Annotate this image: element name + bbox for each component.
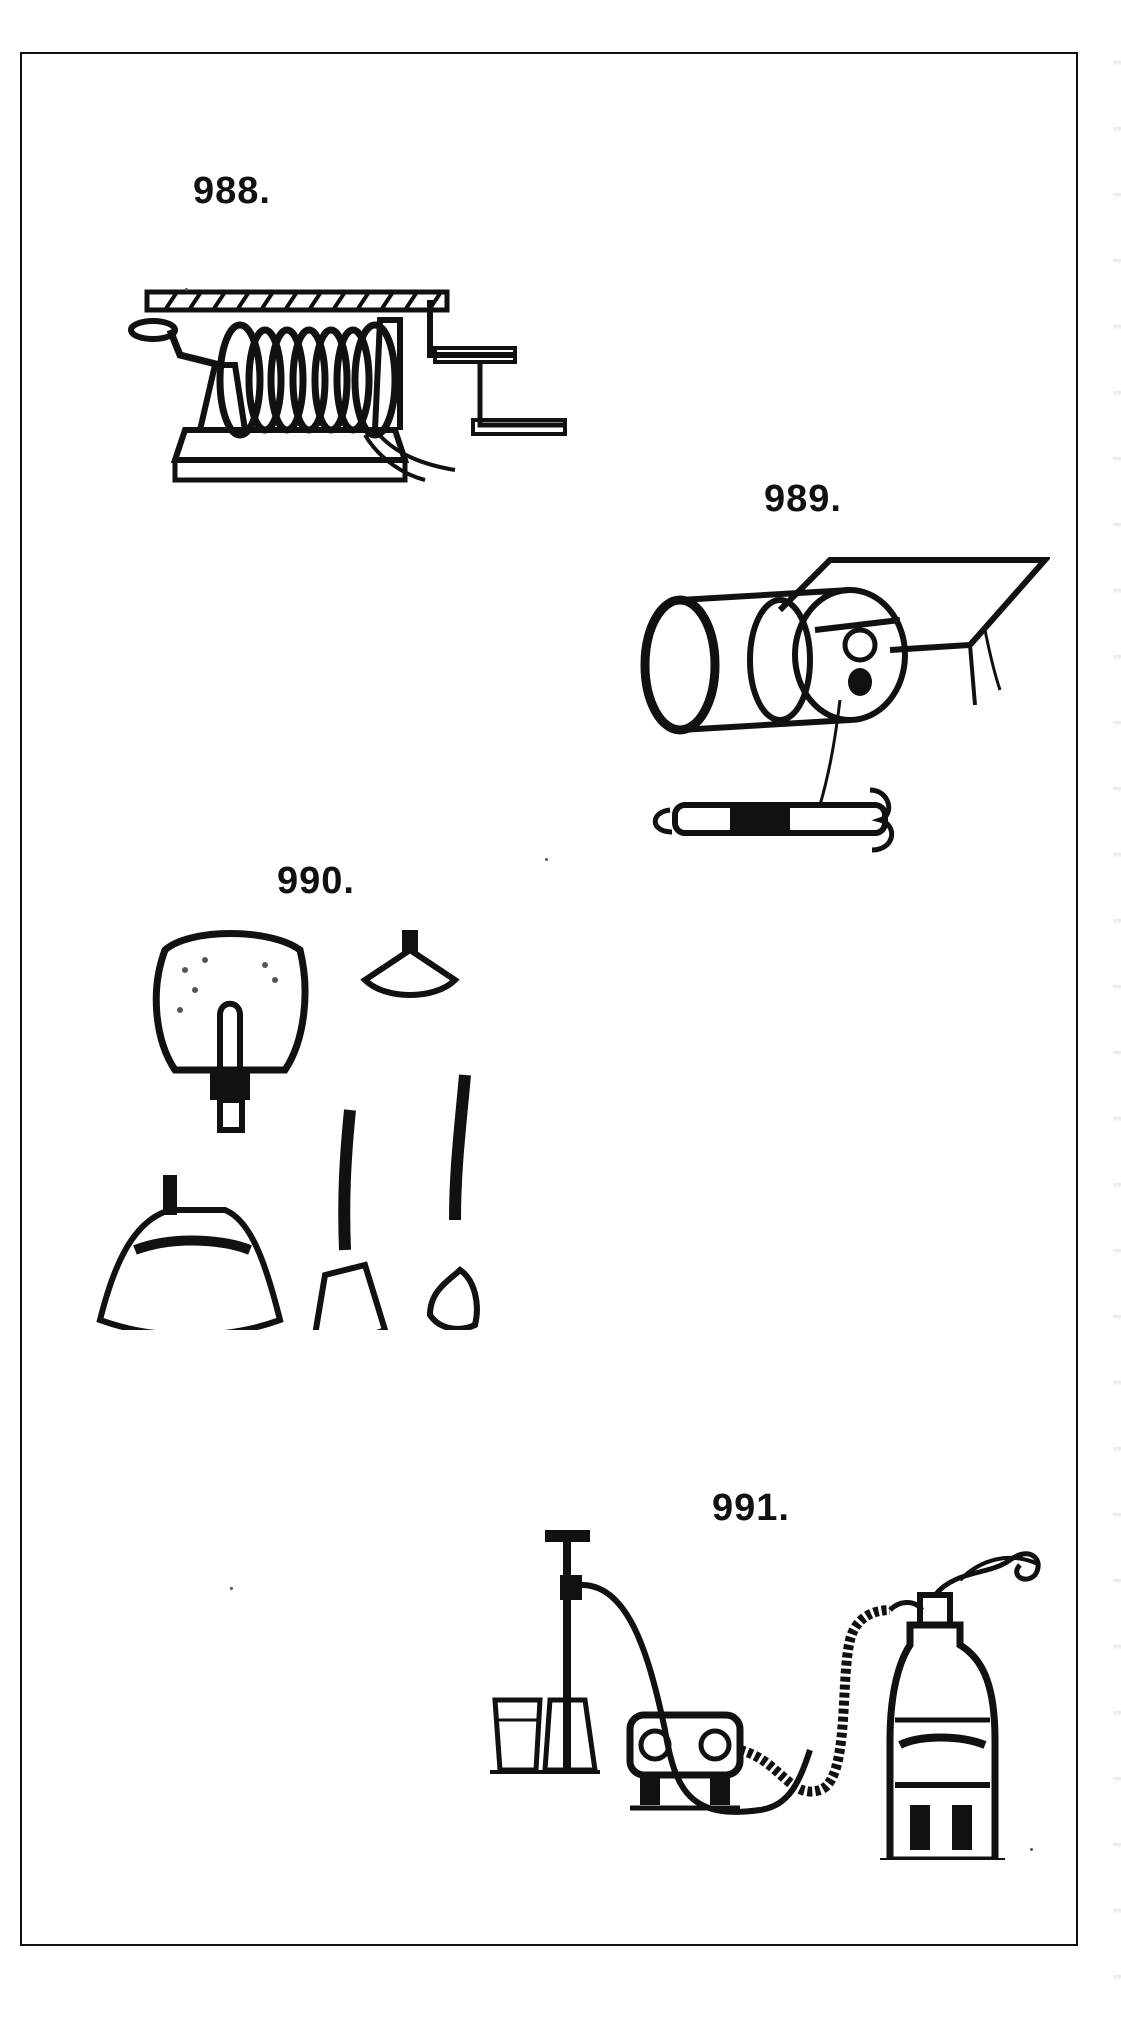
figure-988-label: 988.	[193, 170, 271, 212]
figure-991-label: 991.	[712, 1487, 790, 1529]
lamp-shades-icon	[95, 920, 495, 1330]
scan-edge	[1113, 0, 1121, 2026]
winch-drum-icon	[125, 280, 575, 495]
scan-speck	[185, 288, 188, 291]
figure-plate-border	[20, 52, 1078, 1946]
figure-990-label: 990.	[277, 860, 355, 902]
scan-speck	[545, 858, 548, 861]
scan-speck	[1030, 1848, 1033, 1851]
pump-tank-apparatus-icon	[490, 1530, 1050, 1860]
cable-reel-cart-icon	[640, 550, 1050, 870]
figure-989-label: 989.	[764, 478, 842, 520]
scan-speck	[230, 1587, 233, 1590]
